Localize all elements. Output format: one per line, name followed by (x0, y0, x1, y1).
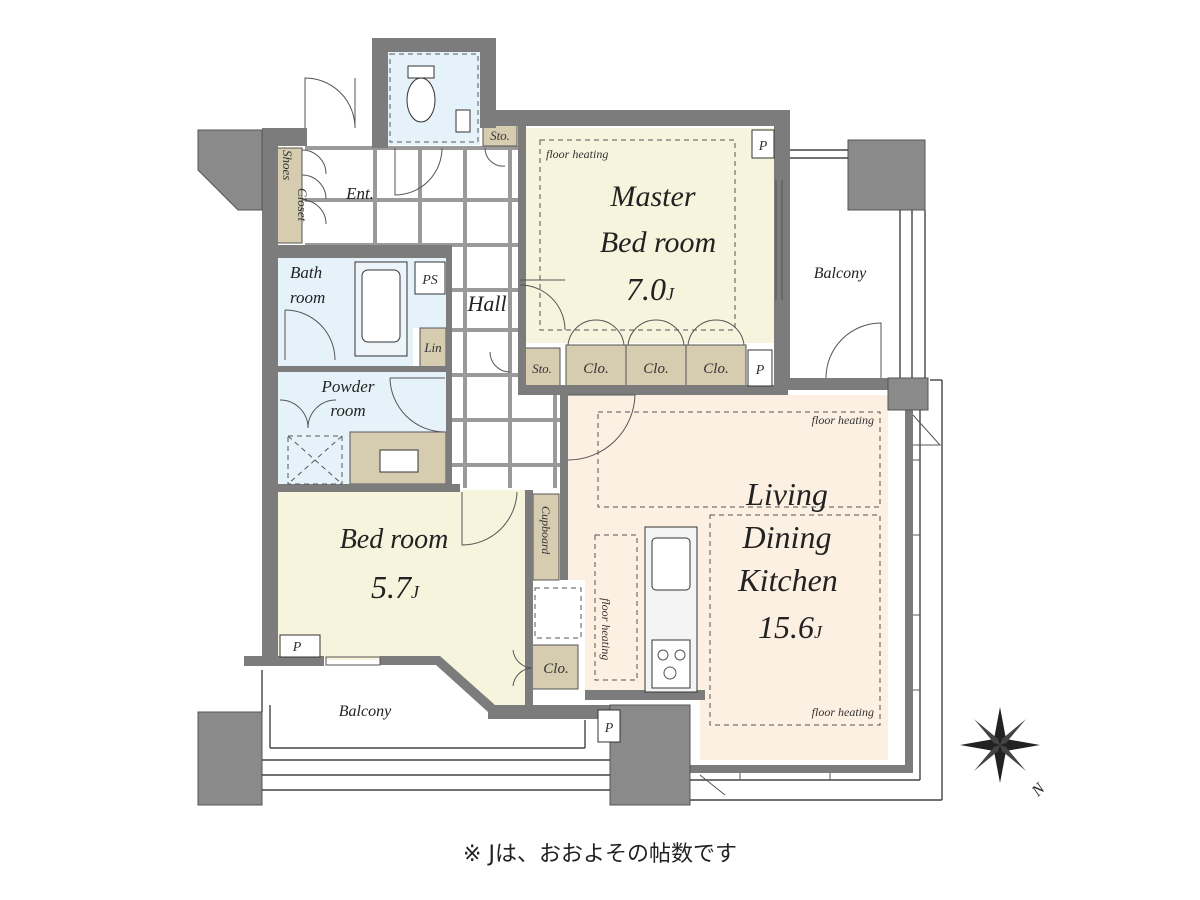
shoes-closet-label-1: Shoes (280, 150, 295, 180)
powder-name-2: room (330, 401, 365, 420)
closet-3-label: Clo. (703, 361, 728, 377)
ldk-size: 15.6J (758, 609, 823, 645)
master-heating-zone (539, 139, 736, 331)
bedroom-name: Bed room (340, 524, 449, 555)
cupboard-label: Cupboard (539, 506, 553, 555)
fridge-space (534, 587, 582, 639)
ps-label: PS (421, 273, 438, 288)
p-bedroom: P (292, 640, 302, 655)
master-bedroom-area (520, 128, 775, 343)
compass-north: N (1028, 779, 1049, 800)
shoes-closet-label-2: Closet (295, 188, 310, 222)
pillars (197, 129, 929, 806)
toilet-tank (407, 65, 435, 79)
lin-label: Lin (423, 340, 441, 355)
bedroom-size: 5.7J (371, 569, 420, 605)
ldk-name-3: Kitchen (737, 562, 838, 598)
sto-top-label: Sto. (490, 128, 510, 143)
sto-mid (523, 347, 561, 389)
toilet-sink (455, 109, 471, 133)
fixtures (287, 53, 881, 726)
kitchen-heating-zone (594, 534, 638, 681)
bath-name-2: room (290, 288, 325, 307)
ldk-heating-bottom-label: floor heating (812, 705, 874, 719)
closet-2 (625, 344, 687, 388)
bath-name-1: Bath (290, 263, 322, 282)
hall-grid (305, 146, 565, 488)
powder-name-1: Powder (321, 377, 375, 396)
master-bedroom-name-2: Bed room (600, 226, 716, 259)
ldk-heating-top (597, 411, 881, 508)
cupboard (532, 493, 560, 581)
ldk-heating-bottom (709, 514, 881, 726)
toilet-bowl (406, 77, 436, 123)
closet-bed (531, 644, 579, 690)
sto-mid-label: Sto. (532, 361, 552, 376)
compass-icon: N (960, 707, 1049, 801)
kitchen-sink (651, 537, 691, 591)
p-bottom: P (604, 721, 614, 736)
closet-bed-label: Clo. (543, 661, 568, 677)
closet-1 (565, 344, 627, 388)
entrance-label: Ent. (345, 184, 374, 203)
master-heating-label: floor heating (546, 147, 608, 161)
balcony-right-label: Balcony (814, 265, 867, 282)
p-master-closet: P (755, 363, 765, 378)
doors (279, 77, 942, 796)
bedroom-area (278, 490, 525, 705)
kitchen-heating-label: floor heating (599, 598, 613, 660)
closet-2-label: Clo. (643, 361, 668, 377)
washer-space (287, 435, 343, 485)
p-master-top: P (758, 139, 768, 154)
master-bedroom-name-1: Master (610, 180, 696, 213)
hall-label: Hall (466, 291, 506, 316)
master-bedroom-size: 7.0J (626, 271, 675, 307)
balcony-bottom-label: Balcony (339, 703, 392, 720)
cooktop (651, 639, 691, 689)
balconies (261, 149, 943, 801)
ldk-name-1: Living (745, 476, 828, 512)
ldk-heating-top-label: floor heating (812, 413, 874, 427)
pipe-spaces: P P P P PS (279, 129, 775, 743)
footnote: ※ Jは、おおよその帖数です (463, 842, 737, 867)
room-labels: Master Bed room 7.0J floor heating Livin… (280, 128, 874, 720)
ldk-name-2: Dining (742, 519, 832, 555)
vanity-sink (379, 449, 419, 473)
closet-1-label: Clo. (583, 361, 608, 377)
shoes-closet (275, 147, 303, 244)
